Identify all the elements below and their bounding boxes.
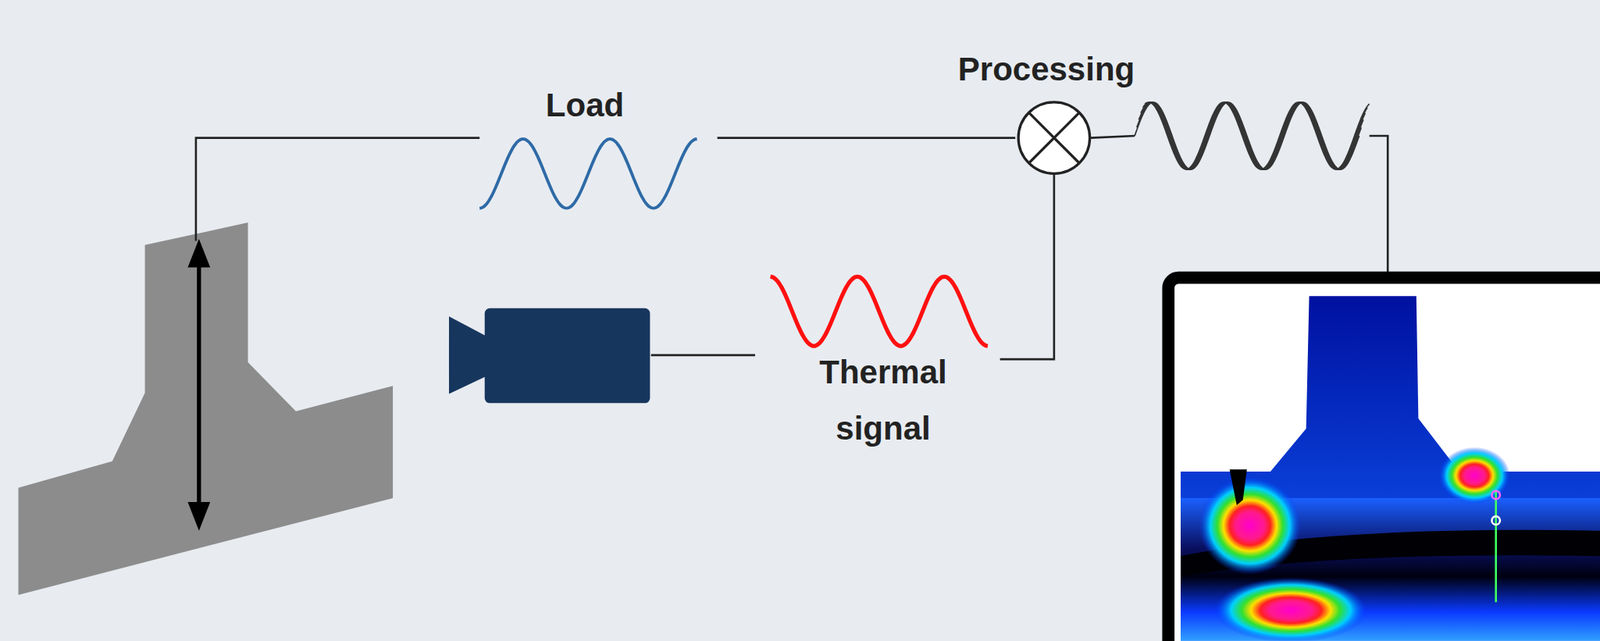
- thermal-image: [1180, 289, 1600, 641]
- t-joint-specimen: [18, 222, 394, 596]
- thermal-signal-label: Thermal signal: [793, 344, 973, 457]
- load-label: Load: [545, 85, 624, 125]
- monitor: [1168, 277, 1600, 641]
- processing-label: Processing: [958, 49, 1135, 90]
- multiplier-symbol: [1018, 102, 1090, 174]
- ir-camera: [448, 308, 650, 404]
- thermal-wave: [770, 276, 988, 346]
- output-waves: [1144, 102, 1369, 170]
- load-wave: [479, 138, 697, 209]
- load-arrow: [187, 238, 211, 531]
